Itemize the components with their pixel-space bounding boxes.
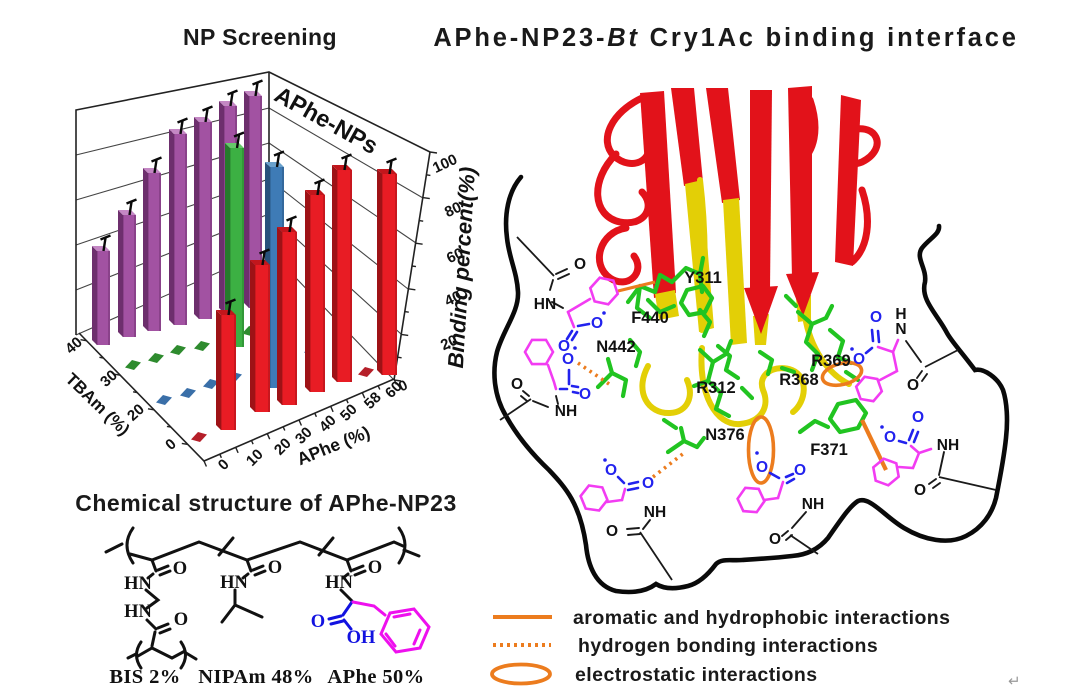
- svg-text:O: O: [511, 376, 523, 393]
- svg-text:O: O: [591, 315, 603, 332]
- svg-text:O: O: [769, 531, 781, 548]
- svg-text:O: O: [562, 351, 574, 368]
- svg-text:electrostatic interactions: electrostatic interactions: [575, 664, 818, 686]
- svg-text:aromatic and hydrophobic inter: aromatic and hydrophobic interactions: [573, 607, 950, 629]
- svg-text:O: O: [174, 610, 188, 630]
- svg-text:N442: N442: [596, 338, 635, 356]
- svg-text:20: 20: [438, 332, 460, 354]
- svg-text:O: O: [268, 558, 282, 578]
- svg-text:NIPAm 48%: NIPAm 48%: [198, 666, 313, 688]
- svg-text:O: O: [794, 462, 806, 479]
- svg-text:APhe-NP23-Bt Cry1Ac binding in: APhe-NP23-Bt Cry1Ac binding interface: [433, 24, 1018, 52]
- svg-text:O: O: [884, 429, 896, 446]
- svg-text:HN: HN: [124, 574, 152, 594]
- svg-text:HN: HN: [534, 296, 556, 313]
- svg-text:F440: F440: [631, 309, 669, 327]
- svg-text:F371: F371: [810, 441, 848, 459]
- svg-text:O: O: [574, 256, 586, 273]
- svg-text:60: 60: [444, 245, 466, 267]
- svg-text:hydrogen bonding interactions: hydrogen bonding interactions: [578, 635, 878, 657]
- svg-text:BIS 2%: BIS 2%: [109, 666, 180, 688]
- svg-text:O: O: [642, 475, 654, 492]
- svg-text:O: O: [311, 612, 325, 632]
- svg-text:O: O: [870, 309, 882, 326]
- svg-text:O: O: [558, 338, 570, 355]
- svg-text:40: 40: [442, 288, 464, 310]
- svg-text:Chemical structure of APhe-NP2: Chemical structure of APhe-NP23: [75, 490, 456, 516]
- svg-text:OH: OH: [347, 628, 376, 648]
- svg-text:O: O: [606, 523, 618, 540]
- svg-text:R369: R369: [811, 352, 850, 370]
- svg-text:NH: NH: [644, 504, 666, 521]
- svg-text:APhe 50%: APhe 50%: [327, 666, 424, 688]
- svg-text:N: N: [895, 321, 906, 338]
- svg-text:HN: HN: [124, 602, 152, 622]
- svg-text:H: H: [895, 306, 906, 323]
- svg-text:O: O: [173, 559, 187, 579]
- svg-text:Y311: Y311: [684, 269, 722, 287]
- svg-text:80: 80: [442, 199, 464, 221]
- svg-text:O: O: [912, 409, 924, 426]
- svg-text:O: O: [756, 459, 768, 476]
- svg-text:O: O: [368, 558, 382, 578]
- svg-text:R312: R312: [696, 379, 735, 397]
- svg-text:HN: HN: [325, 573, 353, 593]
- svg-text:N376: N376: [705, 426, 744, 444]
- svg-text:↵: ↵: [1008, 673, 1021, 690]
- svg-text:NH: NH: [937, 437, 959, 454]
- svg-text:O: O: [853, 351, 865, 368]
- svg-text:O: O: [579, 386, 591, 403]
- svg-text:NH: NH: [555, 403, 577, 420]
- svg-text:O: O: [907, 377, 919, 394]
- svg-text:NP Screening: NP Screening: [183, 24, 337, 50]
- svg-text:O: O: [914, 482, 926, 499]
- svg-text:HN: HN: [220, 573, 248, 593]
- svg-text:NH: NH: [802, 496, 824, 513]
- svg-text:O: O: [605, 462, 617, 479]
- svg-text:R368: R368: [779, 371, 818, 389]
